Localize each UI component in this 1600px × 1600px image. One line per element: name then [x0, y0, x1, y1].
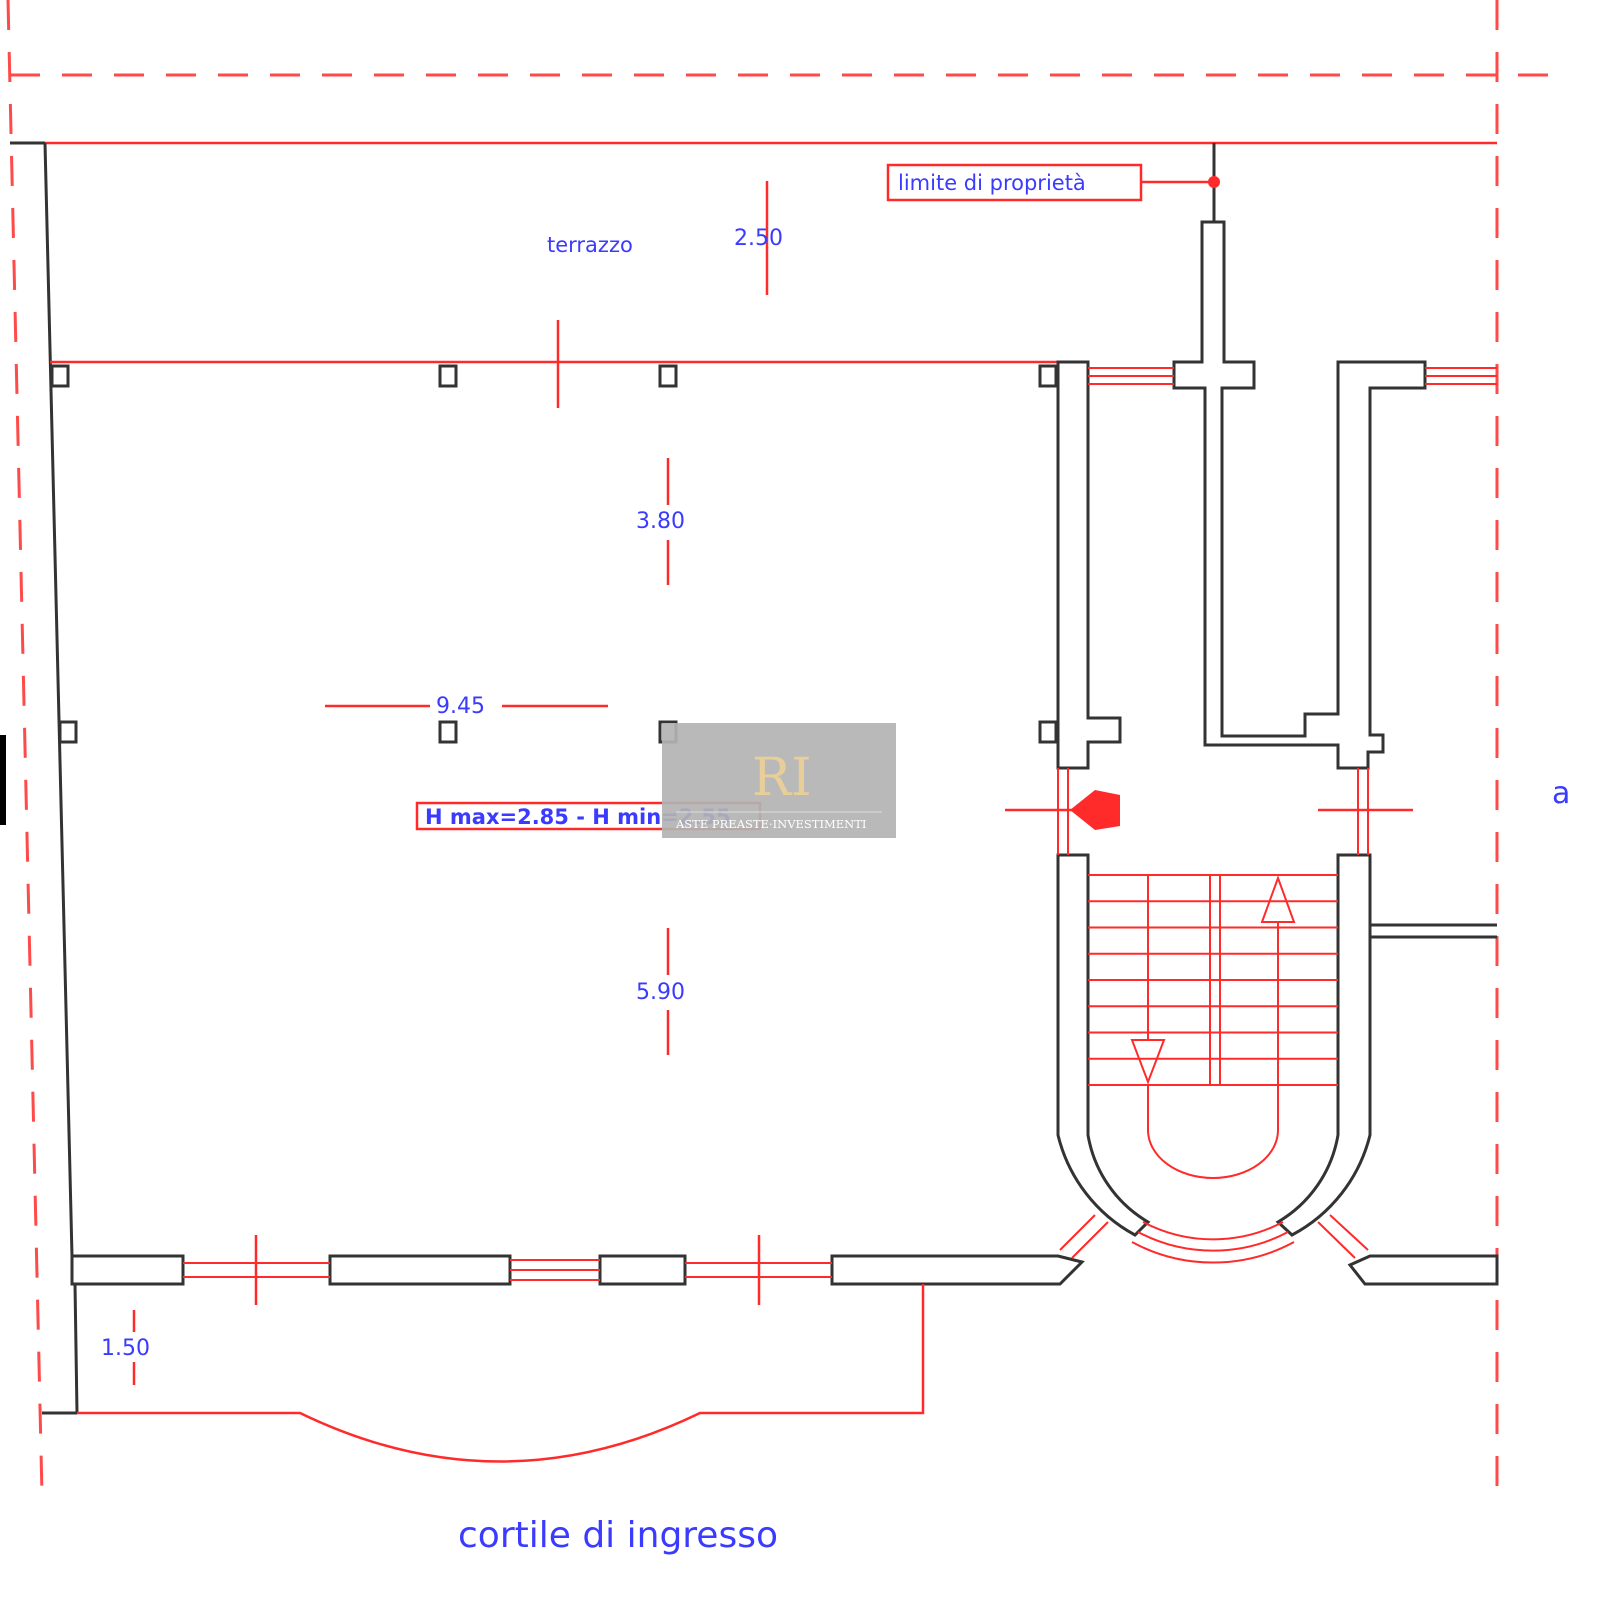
terrace-label: terrazzo [547, 233, 633, 257]
front-wall [70, 1214, 1499, 1305]
property-limit-marker [1208, 176, 1220, 188]
stairwell-walls [1056, 143, 1497, 1237]
dimension-lines [132, 181, 1413, 1385]
staircase [1088, 874, 1338, 1179]
svg-text:RI: RI [752, 748, 812, 808]
dim-room-width: 9.45 [436, 694, 485, 719]
watermark-logo: RI ASTE PREASTE·INVESTIMENTI [662, 723, 896, 838]
dim-porch-depth: 1.50 [101, 1336, 150, 1361]
porch-outline [77, 1284, 925, 1463]
dim-terrace-depth: 2.50 [734, 226, 783, 251]
left-wall [43, 142, 74, 1257]
columns [50, 364, 1058, 744]
courtyard-label: cortile di ingresso [458, 1515, 778, 1556]
entrance-arrow-icon [1070, 790, 1120, 830]
dim-room-depth-upper: 3.80 [636, 509, 685, 534]
edge-label-fragment: a [1552, 776, 1570, 811]
dim-room-depth-lower: 5.90 [636, 980, 685, 1005]
svg-text:ASTE PREASTE·INVESTIMENTI: ASTE PREASTE·INVESTIMENTI [675, 817, 866, 831]
boundary-left-dashed [6, 0, 44, 1496]
property-limit-label: limite di proprietà [898, 171, 1086, 195]
stairwell-windows [1057, 367, 1497, 1264]
porch-wall [73, 1283, 79, 1414]
